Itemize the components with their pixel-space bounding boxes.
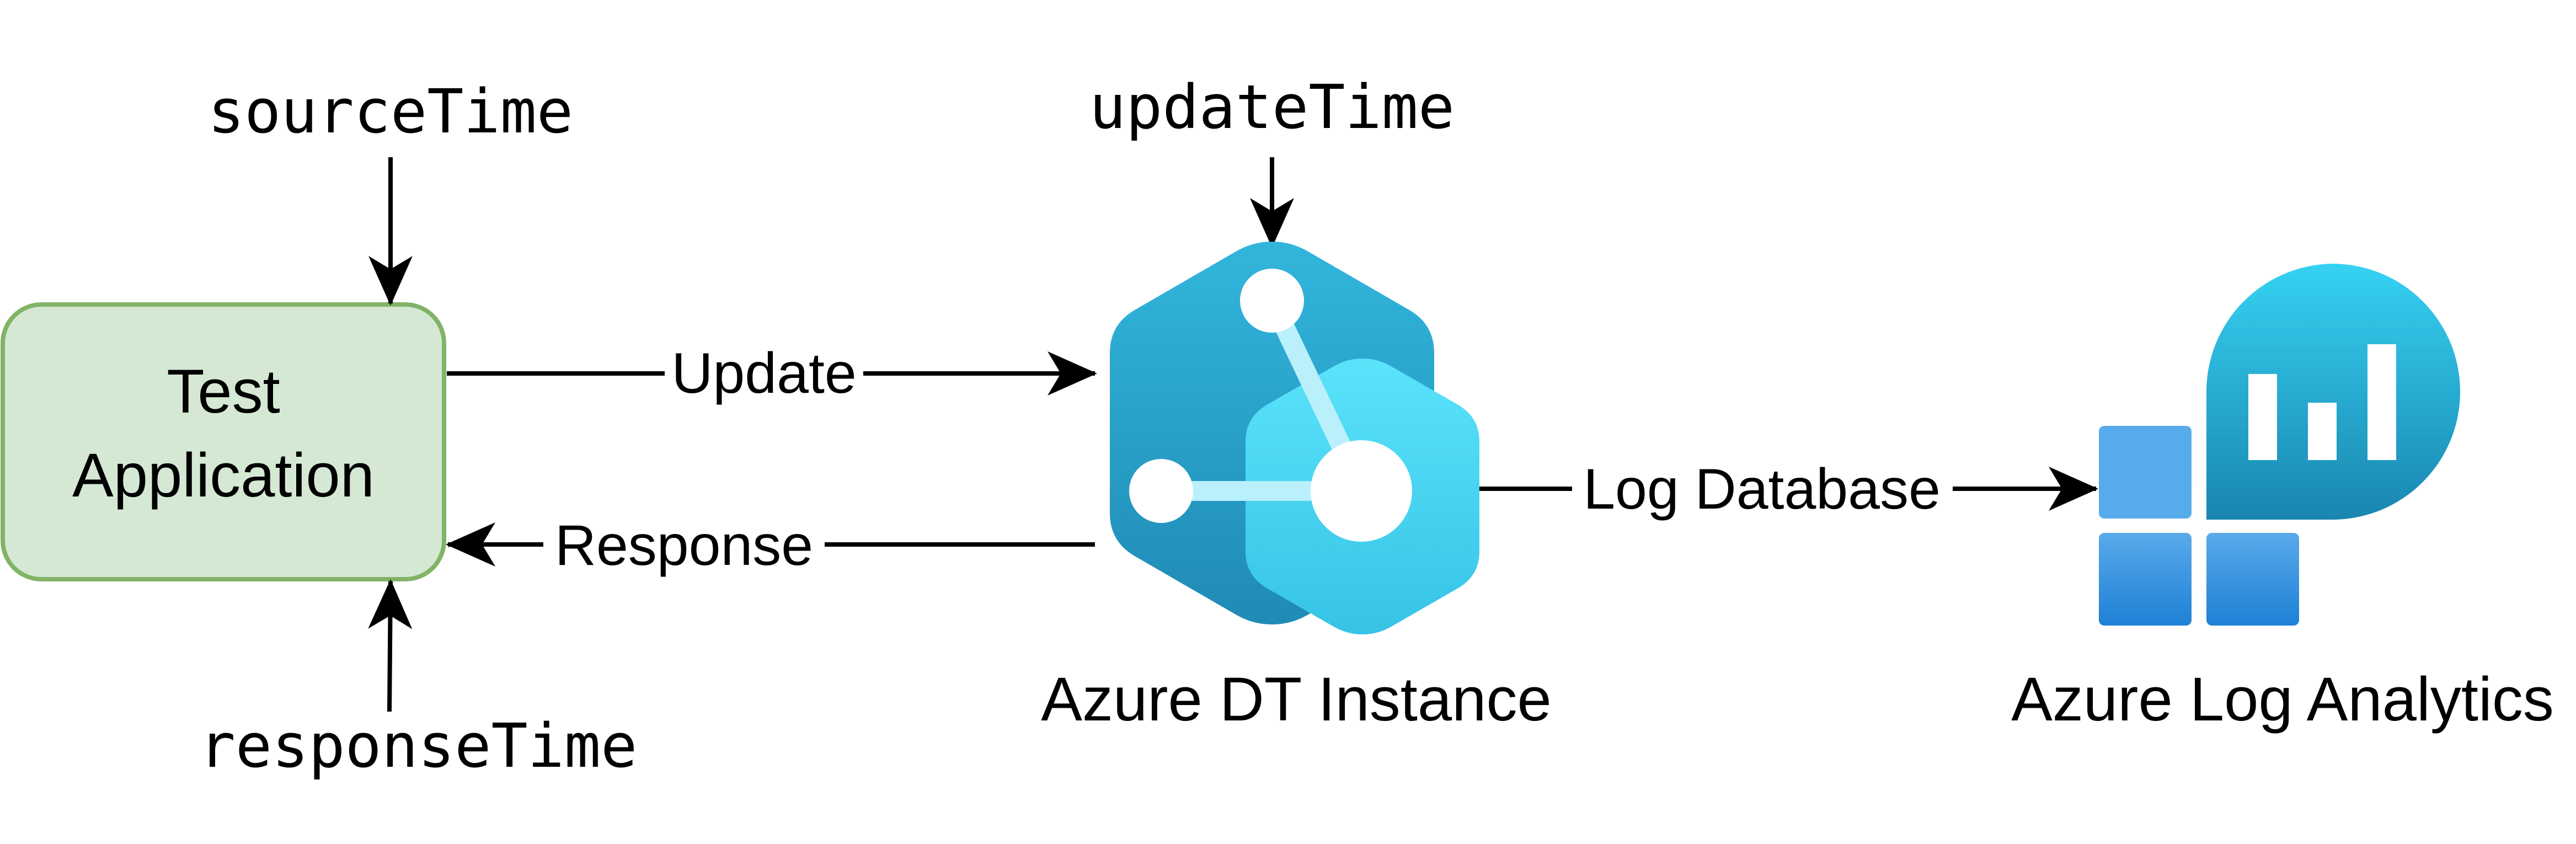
response-edge: Response (446, 508, 1095, 578)
azure-dt-instance-label: Azure DT Instance (1041, 665, 1551, 734)
response-label-bg (543, 508, 825, 576)
update-edge: Update (447, 336, 1097, 405)
test-application-label-line2: Application (72, 441, 375, 510)
source-time-annotation: sourceTime (208, 76, 573, 306)
azure-log-analytics-label: Azure Log Analytics (2011, 665, 2554, 734)
adt-node-top (1240, 269, 1304, 333)
test-application-label-line1: Test (167, 357, 280, 426)
source-time-label: sourceTime (208, 76, 573, 147)
response-time-annotation: responseTime (199, 579, 638, 781)
la-tile-top-left (2099, 426, 2192, 519)
update-label: Update (671, 341, 856, 405)
update-label-bg (665, 336, 863, 405)
test-application-node: Test Application (1, 302, 446, 581)
la-bar-2 (2308, 403, 2337, 460)
update-time-annotation: updateTime (1089, 72, 1455, 248)
test-application-box (1, 302, 446, 581)
adt-node-left (1129, 459, 1193, 523)
response-time-arrow (368, 579, 413, 712)
la-tile-bottom-left (2099, 533, 2192, 626)
response-time-label: responseTime (199, 711, 638, 781)
log-database-edge: Log Database (1479, 452, 2098, 521)
log-database-label: Log Database (1583, 457, 1941, 521)
la-chart-bubble (2206, 264, 2460, 520)
la-tile-bottom-right (2206, 533, 2299, 626)
response-label: Response (555, 514, 813, 578)
update-time-label: updateTime (1089, 72, 1455, 142)
azure-log-analytics-icon (2099, 264, 2460, 626)
log-database-label-bg (1572, 452, 1953, 521)
adt-node-center (1311, 440, 1412, 542)
la-bar-1 (2248, 374, 2277, 460)
azure-digital-twins-icon (1110, 242, 1479, 634)
la-bar-3 (2367, 344, 2396, 460)
